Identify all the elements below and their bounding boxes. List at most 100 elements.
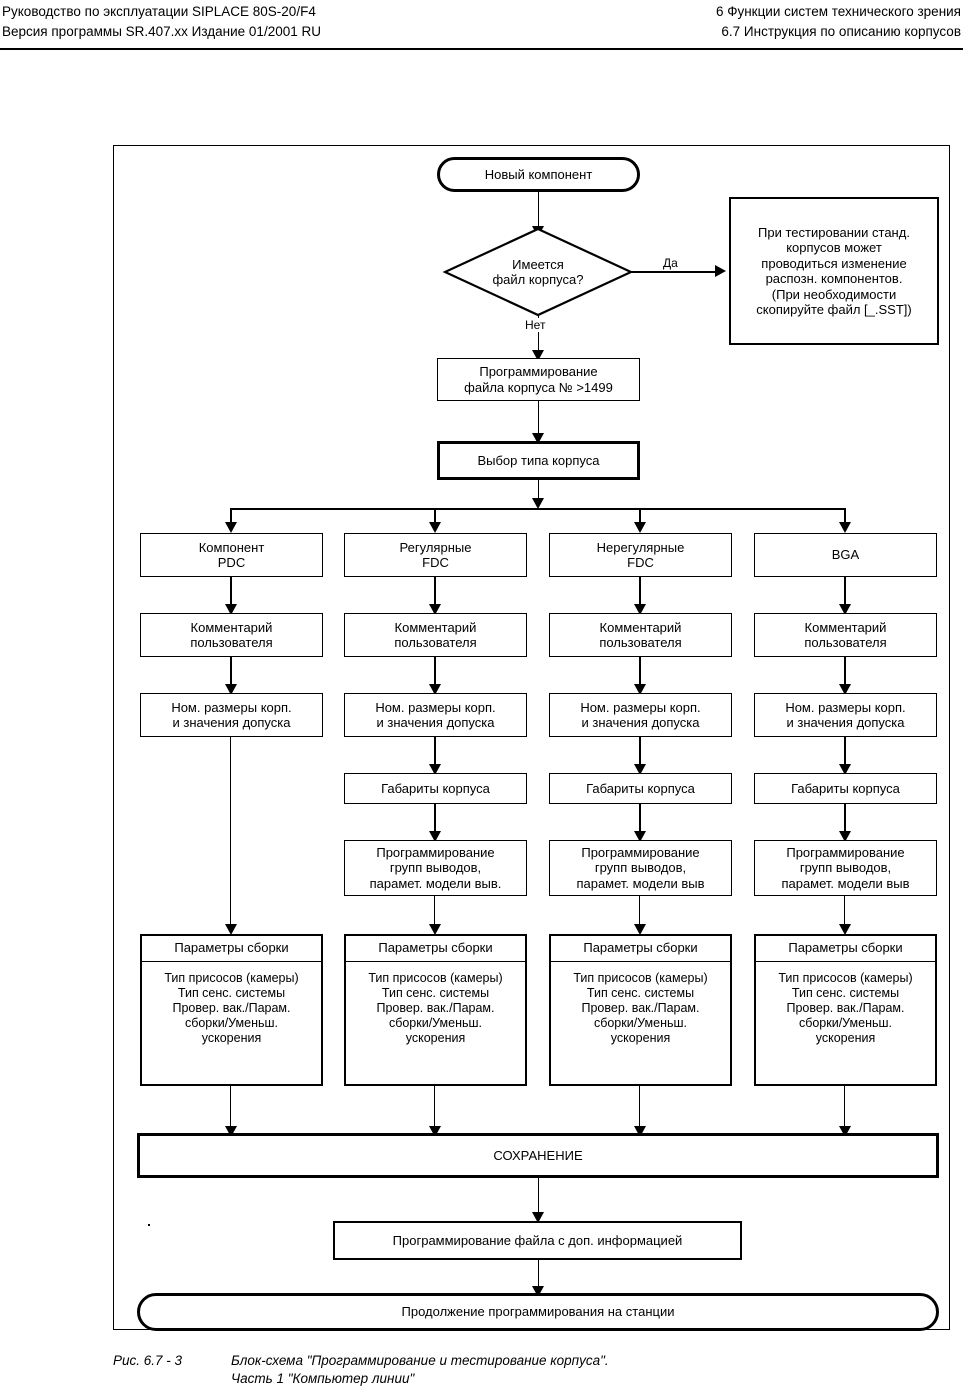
header-software-version: Версия программы SR.407.xx Издание 01/20… [2, 24, 321, 39]
connector-select-type-down [537, 480, 540, 504]
pins-col2-line2: групп выводов, [389, 860, 482, 876]
note-line5: (При необходимости [771, 286, 897, 302]
connector-col4-dims-to-outline [844, 737, 846, 769]
node-assembly-col1: Параметры сборки Тип присосов (камеры) Т… [140, 934, 323, 1086]
node-extra-info-file: Программирование файла с доп. информацие… [333, 1221, 742, 1260]
arrow-col3-type-to-comment [634, 604, 646, 615]
end-label: Продолжение программирования на станции [401, 1304, 675, 1320]
arrow-bus-to-col2 [429, 522, 441, 533]
pins-col2-line1: Программирование [376, 844, 495, 860]
node-pins-col4: Программирование групп выводов, парамет.… [754, 840, 937, 896]
connector-col3-outline-to-pins [639, 804, 641, 836]
node-type-col4: BGA [754, 533, 937, 577]
type-col3-line1: Нерегулярные [596, 539, 685, 555]
node-comment-col4: Комментарий пользователя [754, 613, 937, 657]
connector-col2-comment-to-dims [434, 657, 436, 689]
note-line1: При тестировании станд. [758, 224, 910, 240]
node-comment-col3: Комментарий пользователя [549, 613, 732, 657]
connector-col2-dims-to-outline [434, 737, 436, 769]
dims-col2-line2: и значения допуска [376, 715, 495, 730]
connector-col1-assembly-to-save [230, 1086, 232, 1133]
arrow-col2-comment-to-dims [429, 684, 441, 695]
assembly-col4-line5: ускорения [815, 1030, 876, 1045]
comment-col3-line1: Комментарий [599, 619, 682, 635]
node-outline-col4: Габариты корпуса [754, 773, 937, 804]
pins-col3-line3: парамет. модели выв [576, 875, 705, 891]
node-assembly-col4: Параметры сборки Тип присосов (камеры) Т… [754, 934, 937, 1086]
note-line2: корпусов может [786, 240, 882, 255]
arrow-col1-dims-to-assembly [225, 924, 237, 935]
assembly-col2-line2: Тип сенс. системы [381, 985, 490, 1000]
figure-caption: Рис. 6.7 - 3 Блок-схема "Программировани… [113, 1352, 953, 1388]
comment-col4-line2: пользователя [804, 635, 887, 650]
pins-col2-line3: парамет. модели выв. [369, 875, 502, 891]
connector-col3-assembly-to-save [639, 1086, 641, 1133]
arrow-extra-info-to-end [532, 1286, 544, 1297]
node-outline-col3: Габариты корпуса [549, 773, 732, 804]
program-file-line1: Программирование [479, 364, 598, 379]
figure-number: Рис. 6.7 - 3 [113, 1353, 183, 1368]
connector-col2-type-to-comment [434, 577, 436, 609]
node-start-label: Новый компонент [484, 166, 593, 182]
edge-label-yes: Да [661, 256, 680, 270]
assembly-col1-line2: Тип сенс. системы [177, 985, 286, 1000]
node-type-col2: Регулярные FDC [344, 533, 527, 577]
assembly-col2-line4: сборки/Уменьш. [388, 1015, 483, 1030]
connector-program-file-to-select-type [537, 401, 540, 438]
outline-col4-label: Габариты корпуса [791, 780, 900, 796]
pins-col3-line2: групп выводов, [594, 860, 687, 876]
note-line4: распозн. компонентов. [765, 271, 903, 286]
bus-drop-col2 [434, 508, 436, 528]
arrow-col4-comment-to-dims [839, 684, 851, 695]
node-comment-col1: Комментарий пользователя [140, 613, 323, 657]
arrow-col1-comment-to-dims [225, 684, 237, 695]
connector-col2-outline-to-pins [434, 804, 436, 836]
arrow-select-type-down [532, 498, 544, 509]
node-dims-col1: Ном. размеры корп. и значения допуска [140, 693, 323, 737]
dims-col1-line1: Ном. размеры корп. [171, 699, 292, 715]
connector-col1-comment-to-dims [230, 657, 232, 689]
connector-col4-outline-to-pins [844, 804, 846, 836]
figure-caption-line2: Часть 1 "Компьютер линии" [231, 1371, 415, 1386]
assembly-col1-line5: ускорения [201, 1030, 262, 1045]
node-decision-has-file: Имеется файл корпуса? [443, 227, 633, 317]
arrow-col3-assembly-to-save [634, 1126, 646, 1137]
dims-col4-line1: Ном. размеры корп. [785, 699, 906, 715]
assembly-col1-line4: сборки/Уменьш. [184, 1015, 279, 1030]
arrow-col3-dims-to-outline [634, 764, 646, 775]
connector-decision-no [537, 315, 540, 355]
connector-col4-assembly-to-save [844, 1086, 846, 1133]
comment-col1-line2: пользователя [190, 635, 273, 650]
arrow-col4-dims-to-outline [839, 764, 851, 775]
arrow-col2-assembly-to-save [429, 1126, 441, 1137]
type-col1-line1: Компонент [198, 539, 265, 555]
connector-col4-comment-to-dims [844, 657, 846, 689]
bus-drop-col4 [844, 508, 846, 528]
arrow-col3-outline-to-pins [634, 831, 646, 842]
assembly-col4-title: Параметры сборки [756, 936, 935, 962]
header-manual-title: Руководство по эксплуатации SIPLACE 80S-… [2, 4, 316, 19]
assembly-col4-line2: Тип сенс. системы [791, 985, 900, 1000]
arrow-col1-assembly-to-save [225, 1126, 237, 1137]
comment-col1-line1: Комментарий [190, 619, 273, 635]
node-dims-col2: Ном. размеры корп. и значения допуска [344, 693, 527, 737]
assembly-col4-line4: сборки/Уменьш. [798, 1015, 893, 1030]
bus-drop-col1 [230, 508, 232, 528]
connector-start-to-decision [537, 192, 540, 230]
connector-col4-type-to-comment [844, 577, 846, 609]
connector-col3-type-to-comment [639, 577, 641, 609]
outline-col3-label: Габариты корпуса [586, 780, 695, 796]
comment-col2-line1: Комментарий [394, 619, 477, 635]
type-col1-line2: PDC [217, 555, 246, 570]
arrow-col2-pins-to-assembly [429, 924, 441, 935]
assembly-col1-line1: Тип присосов (камеры) [164, 970, 299, 985]
connector-extra-info-to-end [537, 1260, 539, 1292]
pins-col4-line2: групп выводов, [799, 860, 892, 876]
diamond-shape [443, 227, 633, 317]
connector-col1-dims-to-assembly [230, 737, 232, 929]
assembly-col3-line5: ускорения [610, 1030, 671, 1045]
connector-col3-dims-to-outline [639, 737, 641, 769]
header-chapter: 6 Функции систем технического зрения [715, 4, 961, 19]
note-line3: проводиться изменение [761, 255, 907, 271]
arrow-col3-pins-to-assembly [634, 924, 646, 935]
